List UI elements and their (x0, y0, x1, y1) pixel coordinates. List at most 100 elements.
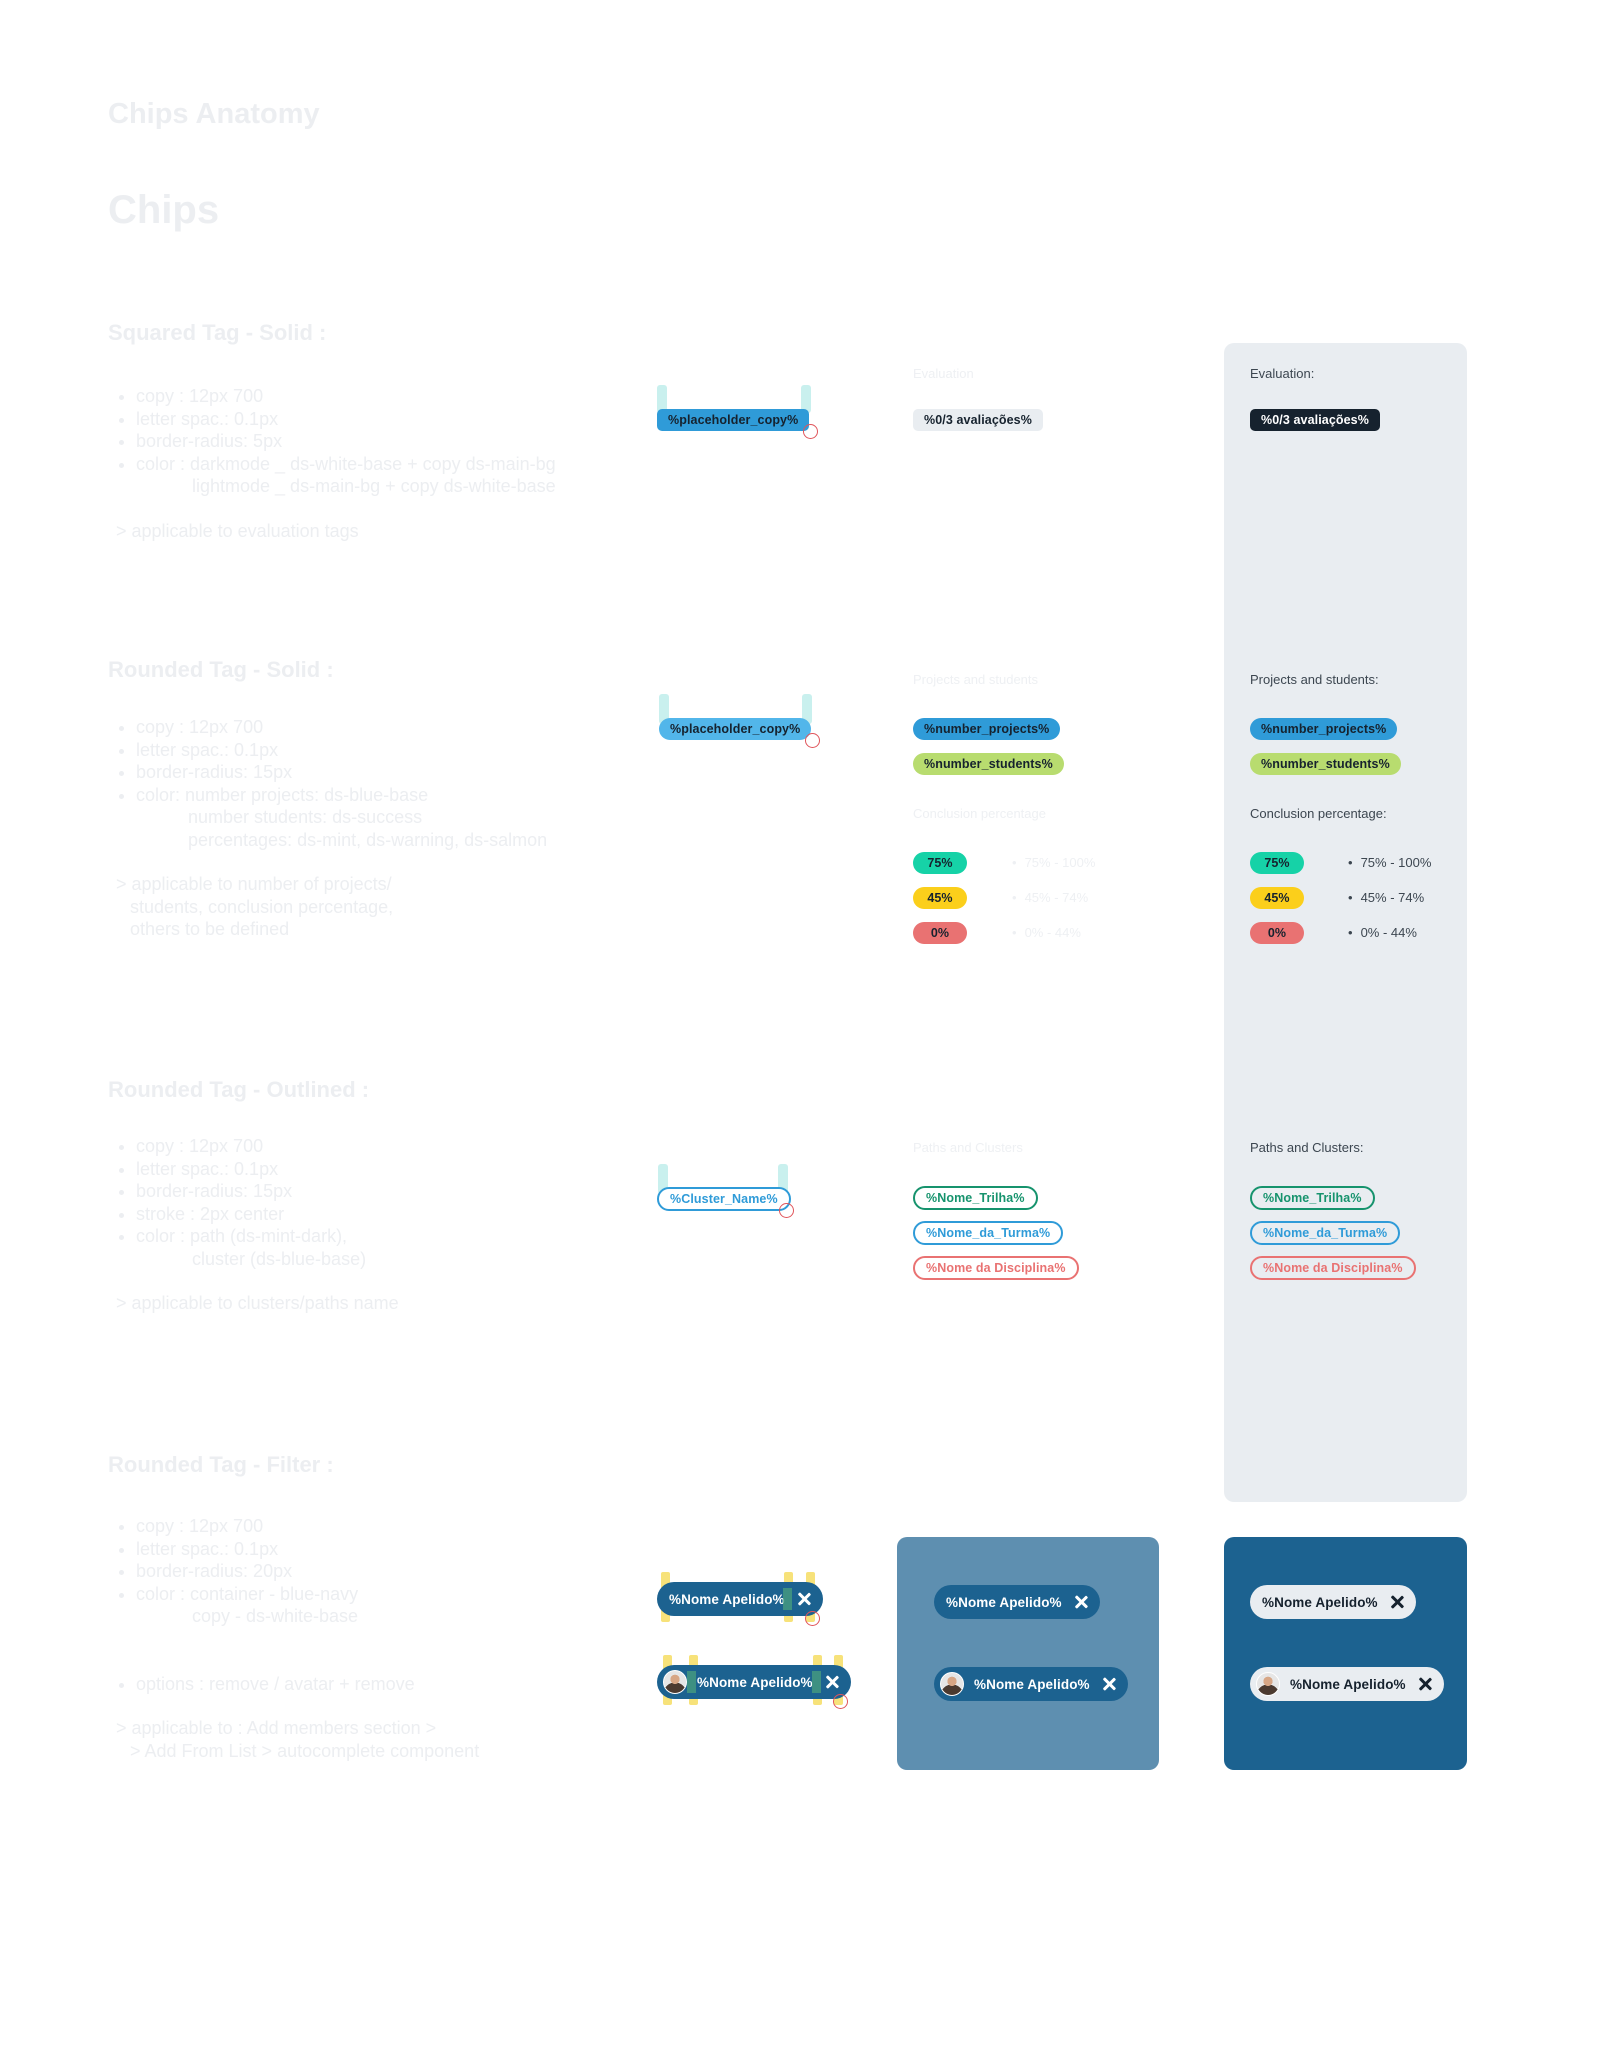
user-avatar (940, 1672, 964, 1696)
spec-item: copy : 12px 700 (136, 1135, 668, 1158)
spec-item-continued: number students: ds-success (188, 807, 423, 827)
spec-item: border-radius: 15px (136, 1180, 668, 1203)
radius-marker (805, 1611, 820, 1626)
filter-chip-label: %Nome Apelido% (974, 1676, 1090, 1692)
spec-list-squared-solid: copy : 12px 700 letter spac.: 0.1px bord… (108, 385, 668, 542)
chip-evaluation-light: %0/3 avaliações% (913, 409, 1043, 431)
label-projects: Projects and students: (1250, 672, 1379, 687)
spec-item: border-radius: 20px (136, 1560, 668, 1583)
navy-preview-panel (1224, 1537, 1467, 1770)
filter-chip-label: %Nome Apelido% (946, 1594, 1062, 1610)
chip-number-students: %number_students% (1250, 753, 1401, 775)
chip-number-projects: %number_projects% (913, 718, 1061, 740)
label-projects-faint: Projects and students (913, 672, 1039, 687)
spec-item-continued: cluster (ds-blue-base) (192, 1248, 367, 1269)
chip-pct-low: 0% (1250, 922, 1304, 944)
spec-item: color : container - blue-navy (136, 1583, 668, 1606)
filter-chip-label: %Nome Apelido% (1290, 1676, 1406, 1692)
chip-pct-low: 0% (913, 922, 967, 944)
spec-item: color : darkmode _ ds-white-base + copy … (136, 453, 668, 476)
close-icon[interactable] (825, 1675, 839, 1689)
spec-list-rounded-outlined: copy : 12px 700 letter spac.: 0.1px bord… (108, 1135, 668, 1315)
legend-mid-faint: 45% - 74% (1012, 890, 1089, 905)
mid-blue-preview-panel (897, 1537, 1159, 1770)
spec-note: > applicable to clusters/paths name (116, 1293, 399, 1313)
spec-item: copy : 12px 700 (136, 716, 668, 739)
chip-pct-high: 75% (913, 852, 967, 874)
spec-item: border-radius: 15px (136, 761, 668, 784)
spec-item-continued: copy - ds-white-base (192, 1606, 359, 1626)
spec-item: border-radius: 5px (136, 430, 668, 453)
spec-item: letter spac.: 0.1px (136, 1158, 668, 1181)
filter-chip-label: %Nome Apelido% (669, 1591, 785, 1607)
spec-list-rounded-solid: copy : 12px 700 letter spac.: 0.1px bord… (108, 716, 668, 941)
radius-marker (833, 1694, 848, 1709)
spec-note: > applicable to evaluation tags (116, 520, 359, 541)
user-avatar (663, 1670, 687, 1694)
filter-chip: %Nome Apelido% (934, 1585, 1100, 1619)
chip-pct-mid: 45% (1250, 887, 1304, 909)
legend-mid: 45% - 74% (1348, 890, 1425, 905)
anatomy-chip-squared: %placeholder_copy% (657, 409, 810, 431)
chip-evaluation-dark: %0/3 avaliações% (1250, 409, 1380, 431)
close-icon[interactable] (1074, 1595, 1088, 1609)
label-paths-faint: Paths and Clusters (913, 1140, 1023, 1155)
spacing-marker (659, 694, 669, 724)
label-conclusion-faint: Conclusion percentage (913, 806, 1046, 821)
label-conclusion: Conclusion percentage: (1250, 806, 1387, 821)
section-heading-rounded-outlined: Rounded Tag - Outlined : (108, 1077, 370, 1102)
spacing-marker (658, 1164, 668, 1194)
radius-marker (779, 1203, 794, 1218)
spec-item: stroke : 2px center (136, 1203, 668, 1226)
spec-note: > applicable to number of projects/ (116, 874, 392, 894)
anatomy-title: Chips Anatomy (108, 98, 320, 130)
spacing-marker (812, 1671, 821, 1693)
section-heading-rounded-filter: Rounded Tag - Filter : (108, 1452, 334, 1477)
filter-chip-light: %Nome Apelido% (1250, 1585, 1416, 1619)
spacing-marker (802, 694, 812, 724)
spec-note: > applicable to : Add members section > (116, 1718, 437, 1738)
legend-high: 75% - 100% (1348, 855, 1432, 870)
label-evaluation-faint: Evaluation (913, 366, 974, 381)
chip-path-trilha: %Nome_Trilha% (1250, 1186, 1375, 1210)
anatomy-chip-filter: %Nome Apelido% (657, 1582, 823, 1616)
filter-chip-label: %Nome Apelido% (1262, 1594, 1378, 1610)
label-paths: Paths and Clusters: (1250, 1140, 1364, 1155)
spacing-marker (778, 1164, 788, 1194)
chip-cluster-turma: %Nome_da_Turma% (913, 1221, 1064, 1245)
spec-note-continued: students, conclusion percentage, (130, 896, 394, 917)
spec-item: color: number projects: ds-blue-base (136, 784, 668, 807)
spec-list-rounded-filter: copy : 12px 700 letter spac.: 0.1px bord… (108, 1515, 668, 1762)
spec-item: letter spac.: 0.1px (136, 408, 668, 431)
spec-item-continued: lightmode _ ds-main-bg + copy ds-white-b… (192, 476, 556, 496)
legend-high-faint: 75% - 100% (1012, 855, 1096, 870)
spec-item: copy : 12px 700 (136, 1515, 668, 1538)
spec-item: letter spac.: 0.1px (136, 739, 668, 762)
chip-disciplina: %Nome da Disciplina% (913, 1256, 1079, 1280)
chip-cluster-turma: %Nome_da_Turma% (1250, 1221, 1401, 1245)
radius-marker (803, 424, 818, 439)
spacing-marker (783, 1588, 792, 1610)
filter-chip-label: %Nome Apelido% (697, 1674, 813, 1690)
legend-low-faint: 0% - 44% (1012, 925, 1081, 940)
close-icon[interactable] (797, 1592, 811, 1606)
spec-item: letter spac.: 0.1px (136, 1538, 668, 1561)
spacing-marker (687, 1671, 696, 1693)
legend-low: 0% - 44% (1348, 925, 1417, 940)
spec-note-continued: others to be defined (130, 919, 290, 939)
chip-path-trilha: %Nome_Trilha% (913, 1186, 1038, 1210)
filter-chip-light-avatar: %Nome Apelido% (1250, 1667, 1444, 1701)
anatomy-chip-outlined: %Cluster_Name% (657, 1187, 791, 1211)
anatomy-chip-rounded: %placeholder_copy% (659, 718, 812, 740)
spacing-marker (657, 385, 667, 413)
close-icon[interactable] (1390, 1595, 1404, 1609)
label-evaluation: Evaluation: (1250, 366, 1315, 381)
chip-pct-high: 75% (1250, 852, 1304, 874)
section-heading-squared-solid: Squared Tag - Solid : (108, 320, 327, 345)
radius-marker (805, 733, 820, 748)
close-icon[interactable] (1102, 1677, 1116, 1691)
close-icon[interactable] (1418, 1677, 1432, 1691)
chip-number-projects: %number_projects% (1250, 718, 1398, 740)
filter-chip-avatar: %Nome Apelido% (934, 1667, 1128, 1701)
spec-item-continued: percentages: ds-mint, ds-warning, ds-sal… (188, 829, 548, 850)
